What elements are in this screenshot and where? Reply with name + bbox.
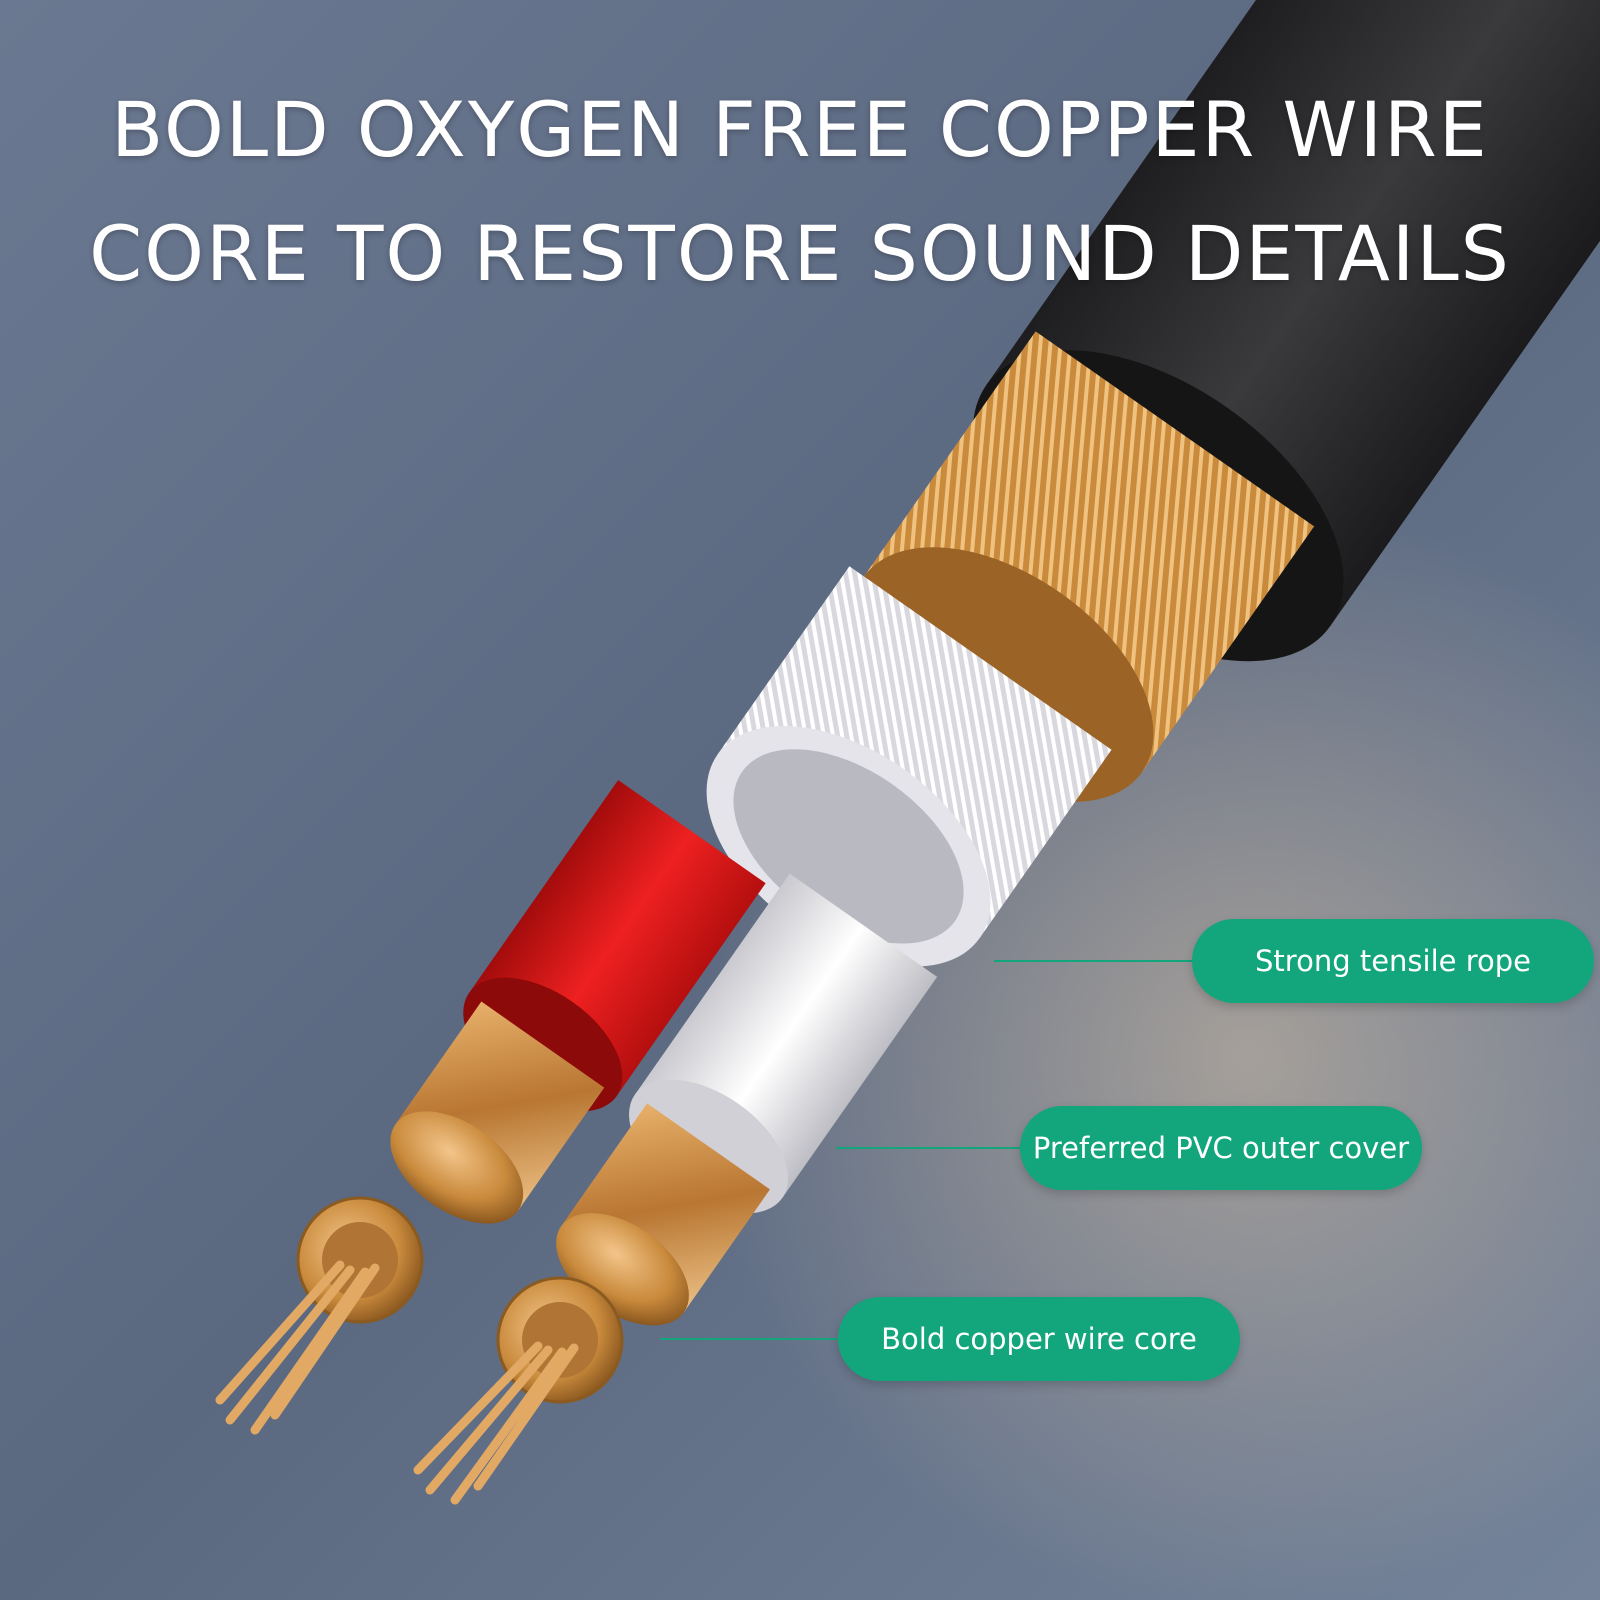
white-insulated-core bbox=[556, 873, 938, 1326]
copper-wire-core-left bbox=[215, 1196, 424, 1435]
headline-line-1: BOLD OXYGEN FREE COPPER WIRE bbox=[111, 85, 1489, 174]
callout-bold-copper-wire-core: Bold copper wire core bbox=[838, 1297, 1240, 1381]
callout-preferred-pvc-outer-cover: Preferred PVC outer cover bbox=[1020, 1106, 1422, 1190]
copper-wire-core-right bbox=[413, 1276, 624, 1505]
callout-strong-tensile-rope: Strong tensile rope bbox=[1192, 919, 1594, 1003]
headline-line-2: CORE TO RESTORE SOUND DETAILS bbox=[89, 209, 1511, 298]
red-insulated-core bbox=[390, 779, 766, 1224]
